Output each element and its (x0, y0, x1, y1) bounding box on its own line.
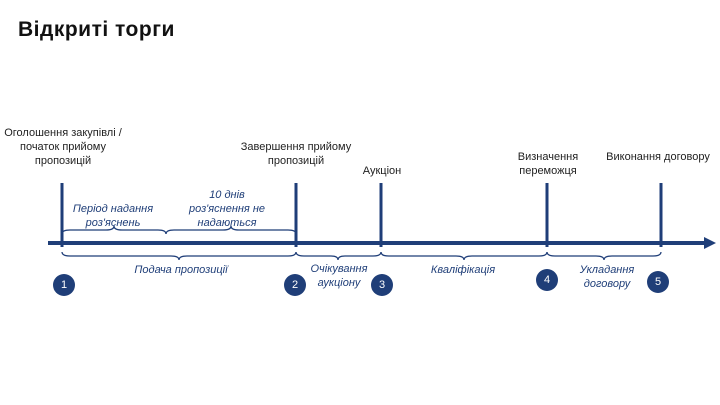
brace-clarification-period (61, 225, 167, 235)
period-label-contract: Укладання договору (579, 264, 635, 290)
period-label-submission: Подача пропозиції (134, 264, 228, 276)
step-circle-3: 3 (371, 274, 393, 296)
brace-contract (546, 251, 662, 261)
timeline-arrow (704, 237, 716, 249)
period-label-clarifications: Період надання роз'яснень (72, 203, 154, 229)
period-label-qualification: Кваліфікація (430, 264, 496, 276)
milestone-label-1: Оголошення закупівлі / початок прийому п… (4, 127, 122, 167)
brace-auction-wait (295, 251, 382, 261)
milestone-label-2: Завершення прийому пропозицій (240, 141, 352, 167)
step-circle-5: 5 (647, 271, 669, 293)
milestone-label-3: Аукціон (362, 165, 402, 177)
brace-no-clarification (165, 225, 297, 235)
brace-qualification (380, 251, 548, 261)
milestone-label-4: Визначення переможця (517, 151, 579, 177)
step-circle-1: 1 (53, 274, 75, 296)
milestone-label-5: Виконання договору (606, 151, 710, 163)
step-circle-4: 4 (536, 269, 558, 291)
page-title: Відкриті торги (18, 18, 175, 41)
period-label-no-clarifications: 10 днів роз'яснення не надаються (188, 189, 266, 229)
period-label-auction-wait: Очікування аукціону (310, 263, 368, 289)
brace-submission (61, 251, 297, 261)
step-circle-2: 2 (284, 274, 306, 296)
